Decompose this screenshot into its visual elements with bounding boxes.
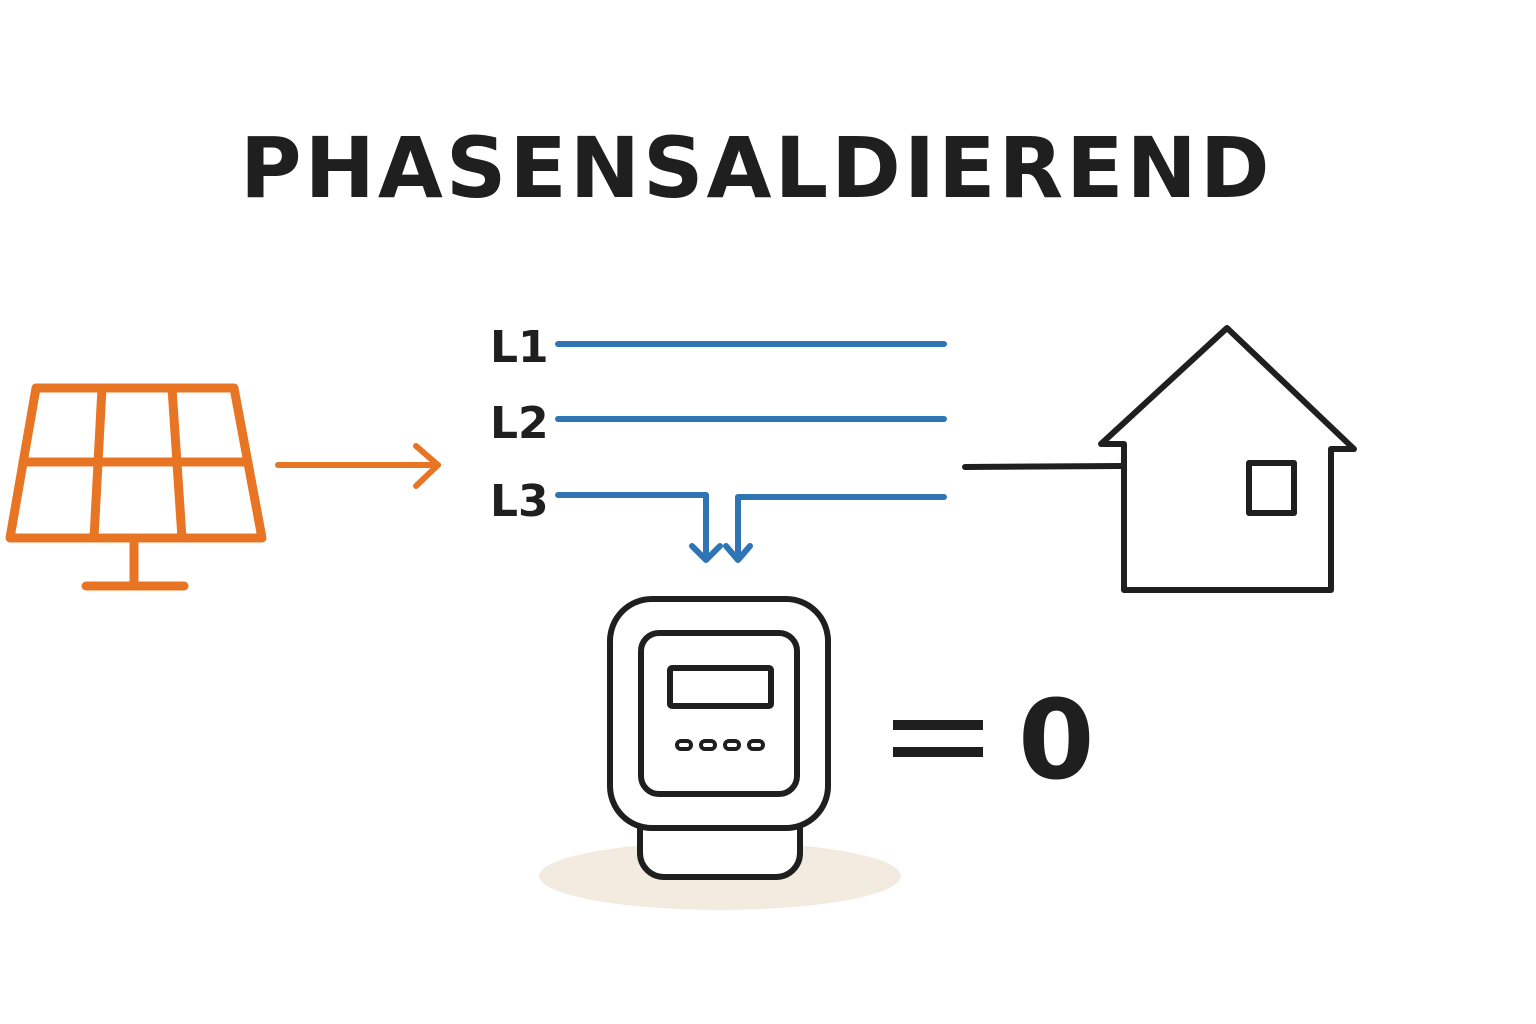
diagram-title: PHASENSALDIEREND: [240, 119, 1273, 217]
solar-panel-icon: [5, 383, 267, 591]
phase-line-l3-right: [735, 494, 947, 559]
phase-label-l3: L3: [490, 476, 549, 527]
house-connection-line: [962, 463, 1125, 470]
phase-label-l2: L2: [490, 398, 549, 449]
meter-arrow-right-icon: [723, 543, 753, 563]
house-icon: [1098, 325, 1357, 593]
phase-label-l1: L1: [490, 322, 549, 373]
solar-feed-arrow-icon: [275, 443, 441, 489]
result-zero: 0: [1018, 676, 1095, 804]
equals-sign-icon: [893, 720, 983, 757]
meter-arrow-left-icon: [689, 543, 723, 563]
electricity-meter-icon: [607, 596, 831, 880]
phase-line-l3-left: [555, 492, 709, 559]
